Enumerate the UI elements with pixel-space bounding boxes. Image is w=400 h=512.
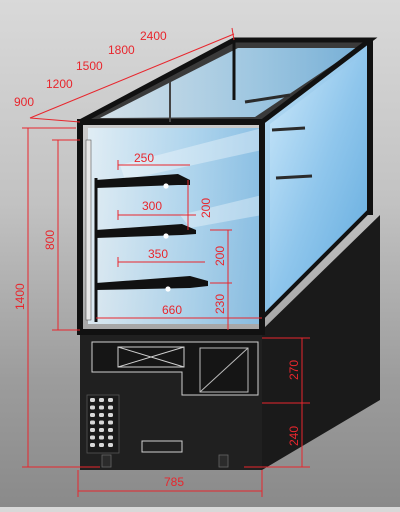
shelves <box>94 174 208 322</box>
vent-slot <box>90 405 95 410</box>
length-1800-label: 1800 <box>108 43 135 57</box>
foot-left <box>101 454 112 468</box>
shelf-2 <box>96 224 196 238</box>
length-1200-label: 1200 <box>46 77 73 91</box>
length-2400-label: 2400 <box>140 29 167 43</box>
vent-slot <box>90 435 95 440</box>
vent-slot <box>108 435 113 440</box>
display-height-800-label: 800 <box>43 230 57 250</box>
compressor-compartment <box>91 341 259 396</box>
vent-slot <box>99 428 104 432</box>
vent-slot <box>99 405 104 410</box>
dimension-lines <box>22 27 310 497</box>
vent-slot <box>108 398 113 402</box>
spacing-230-label: 230 <box>213 294 227 314</box>
width-785-label: 785 <box>164 475 184 489</box>
total-height-1400-label: 1400 <box>13 283 27 310</box>
vent-slot <box>108 420 113 425</box>
vent-slot <box>99 443 104 447</box>
control-panel <box>141 440 183 453</box>
dimension-labels: 2400 1800 1500 1200 900 250 300 350 660 … <box>13 29 301 489</box>
vent-slot <box>108 443 113 447</box>
vent-slot <box>90 443 95 447</box>
vent-slot <box>108 428 113 432</box>
lower-height-240-label: 240 <box>287 426 301 446</box>
shelf-depth-300-label: 300 <box>142 199 162 213</box>
spacing-200-middle-label: 200 <box>213 246 227 266</box>
length-1500-label: 1500 <box>76 59 103 73</box>
vent-slot <box>90 413 95 417</box>
vent-slot <box>90 428 95 432</box>
shelf-depth-350-label: 350 <box>148 247 168 261</box>
door-handle <box>85 139 92 321</box>
base-depth-660-label: 660 <box>162 303 182 317</box>
base-side-panel <box>262 215 380 470</box>
foot-right <box>218 454 229 468</box>
vent-slot <box>108 405 113 410</box>
cabinet-height-270-label: 270 <box>287 360 301 380</box>
shelf-depth-250-label: 250 <box>134 151 154 165</box>
length-900-label: 900 <box>14 95 34 109</box>
vent-slot <box>99 398 104 402</box>
spacing-200-top-label: 200 <box>199 198 213 218</box>
vent-slot <box>90 398 95 402</box>
vent-slot <box>108 413 113 417</box>
evaporator-box <box>117 346 185 368</box>
vent-slot <box>99 435 104 440</box>
shelf-3 <box>96 276 208 290</box>
vent-slot <box>99 420 104 425</box>
vent-slot <box>99 413 104 417</box>
vent-slot <box>90 420 95 425</box>
display-glass <box>77 37 378 335</box>
